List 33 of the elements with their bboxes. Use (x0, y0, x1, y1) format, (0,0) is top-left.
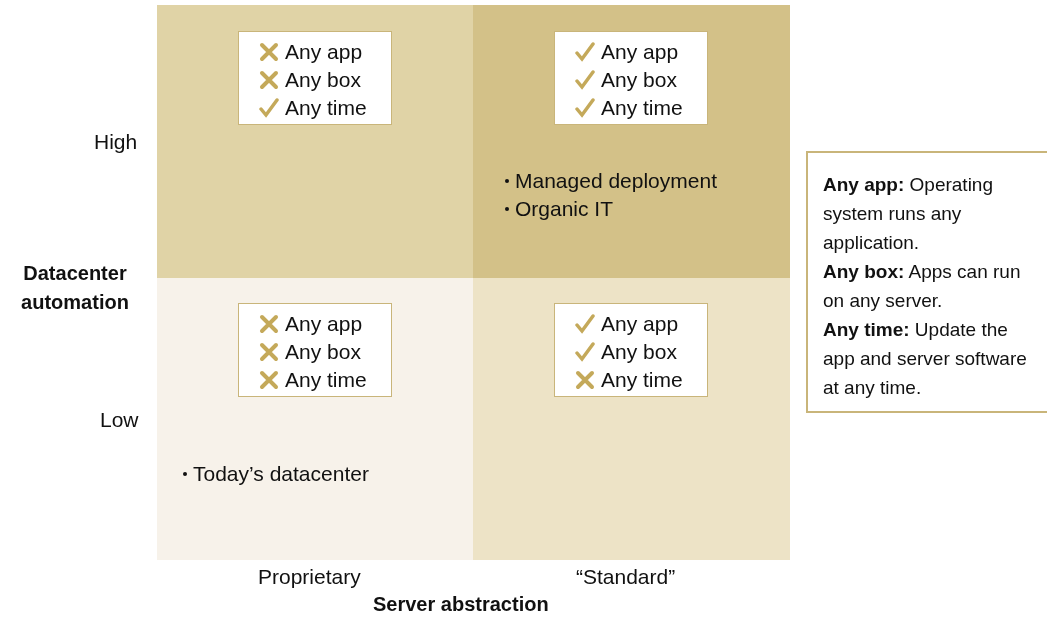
criterion-text: Any time (601, 368, 683, 392)
axis-title: Server abstraction (373, 593, 549, 616)
checklist-box (238, 303, 392, 397)
criterion-text: Any box (285, 340, 361, 364)
definition-text: Any time: Update the app and server software at any time. (823, 318, 1028, 400)
criterion-text: Any app (285, 40, 363, 64)
criterion-text: Any time (285, 96, 367, 120)
axis-tick-label: “Standard” (576, 565, 676, 589)
axis-tick-label: Low (100, 408, 139, 432)
quadrant-panel (473, 5, 790, 278)
bullet-text: Managed deployment (515, 168, 717, 194)
criterion-text: Any app (601, 40, 679, 64)
criterion-text: Any time (285, 368, 367, 392)
quadrant-panel (157, 5, 473, 278)
criterion-text: Any box (601, 340, 677, 364)
bullet-text: Organic IT (515, 196, 614, 222)
criterion-text: Any app (285, 312, 363, 336)
criterion-text: Any box (601, 68, 677, 92)
axis-title: Datacenter automation (20, 261, 130, 315)
axis-tick-label: Proprietary (258, 565, 361, 589)
definition-box (806, 151, 1047, 413)
criterion-text: Any app (601, 312, 679, 336)
quadrant-panel (157, 278, 473, 560)
checklist-box (554, 303, 708, 397)
criterion-text: Any box (285, 68, 361, 92)
criterion-text: Any time (601, 96, 683, 120)
checklist-box (554, 31, 708, 125)
axis-tick-label: High (94, 130, 138, 154)
quadrant-panel (473, 278, 790, 560)
definition-text: Any box: Apps can run on any server. (823, 260, 1022, 313)
checklist-box (238, 31, 392, 125)
definition-text: Any app: Operating system runs any application. (823, 173, 994, 255)
bullet-text: Today’s datacenter (193, 461, 369, 487)
